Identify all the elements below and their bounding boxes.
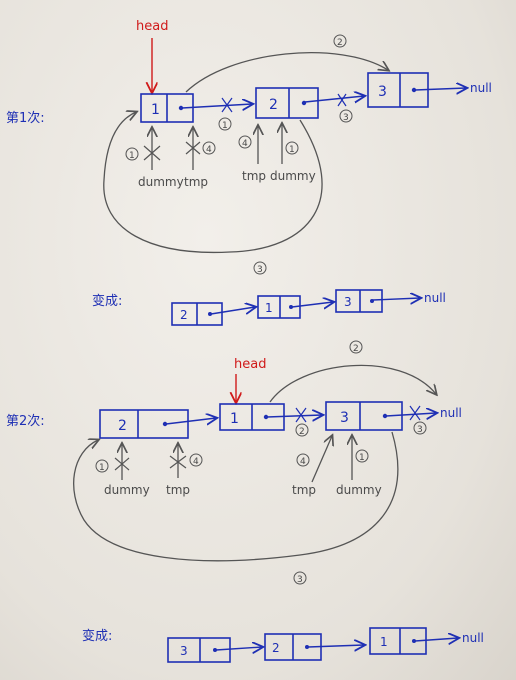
pass2-cross-link-2 [409, 405, 421, 421]
svg-text:2: 2 [299, 427, 305, 437]
pass1-result-link-1 [210, 307, 255, 314]
pass1-link-3-null [414, 88, 466, 90]
pass1-cross-link-1 [221, 97, 233, 113]
pass1-step-2-arc: 2 [337, 38, 343, 48]
pass1-step-1-link: 1 [222, 121, 228, 131]
svg-text:4: 4 [242, 139, 248, 149]
svg-text:3: 3 [297, 575, 303, 585]
pass2-tmp-a: tmp [166, 483, 190, 497]
pass1-node-3-value: 3 [378, 84, 387, 100]
svg-text:4: 4 [206, 145, 212, 155]
pass1-node-2: 2 [255, 87, 319, 119]
svg-text:2: 2 [180, 308, 188, 322]
pass1-result-node-2: 2 [171, 302, 223, 326]
svg-text:1: 1 [289, 145, 295, 155]
pass1-arc-step2 [185, 52, 388, 93]
pass2-head-label: head [234, 357, 266, 372]
pass1-link-1-2 [181, 104, 252, 108]
pass2-result-link-1 [215, 647, 262, 650]
pass1-null: null [470, 81, 492, 95]
svg-text:3: 3 [344, 295, 352, 309]
svg-text:3: 3 [417, 425, 423, 435]
pass2-result-link-null [414, 638, 458, 641]
pass2-result-node-3: 3 [167, 637, 231, 663]
pass2-result-link-2 [307, 645, 364, 647]
pass1-step-3-link: 3 [343, 113, 349, 123]
pass1-dummy-a: dummy [138, 175, 184, 189]
svg-text:1: 1 [380, 635, 388, 649]
pass2-node-2: 2 [99, 409, 189, 439]
pass1-step-3-loop: 3 [257, 265, 263, 275]
pass2-node-3: 3 [325, 401, 403, 431]
pass1-result-link-2 [291, 302, 333, 307]
svg-text:1: 1 [129, 151, 135, 161]
pass2-dummy-a: dummy [104, 483, 150, 497]
pass2-link-2-1 [165, 418, 216, 424]
svg-text:1: 1 [230, 411, 239, 427]
pass2-arc-step2 [269, 364, 436, 403]
pass1-tmp-a: tmp [184, 175, 208, 189]
pass2-label: 第2次: [6, 413, 45, 429]
pass1-node-1-value: 1 [151, 102, 160, 118]
svg-text:1: 1 [99, 463, 105, 473]
pass2-tmp-b: tmp [292, 483, 316, 497]
pass2-link-3-null [385, 413, 436, 416]
pass1-label: 第1次: [6, 110, 45, 126]
pass1-node-2-value: 2 [269, 97, 278, 113]
pass2-step-markers: 2 2 3 3 [293, 340, 427, 585]
svg-text:4: 4 [193, 457, 199, 467]
pass2-result-label: 变成: [82, 628, 112, 644]
svg-text:3: 3 [180, 644, 188, 658]
pass1-link-2-3 [304, 96, 364, 102]
pass2-cross-link-1 [295, 407, 307, 423]
pass2-loop-step3 [73, 431, 399, 562]
pass1-result-label: 变成: [92, 293, 122, 309]
pass1-dummy-b: dummy [270, 169, 316, 183]
pass1-pointers: 1 dummy 4 tmp 4 tmp 1 dummy [125, 124, 316, 189]
svg-text:2: 2 [118, 418, 127, 434]
pass1-head-label: head [136, 19, 168, 34]
pass2-null: null [440, 406, 462, 420]
pass1-result-null: null [424, 291, 446, 305]
svg-text:3: 3 [340, 410, 349, 426]
svg-text:4: 4 [300, 457, 306, 467]
pass1-result-node-3: 3 [335, 289, 383, 313]
pass1-result-link-null [372, 298, 420, 300]
pass2-result-null: null [462, 631, 484, 645]
pass1-section: 第1次: head 1 2 3 null [6, 19, 492, 326]
pass1-tmp-b: tmp [242, 169, 266, 183]
pass2-section: 第2次: head 2 1 3 null [6, 340, 484, 663]
pass2-result-node-1: 1 [369, 627, 427, 655]
svg-text:1: 1 [265, 301, 273, 315]
svg-text:2: 2 [353, 344, 359, 354]
pass1-result-node-1: 1 [257, 295, 301, 319]
pass1-step-markers: 2 1 3 3 [218, 34, 353, 275]
pass2-dummy-b: dummy [336, 483, 382, 497]
pass1-cross-link-2 [337, 93, 347, 107]
svg-text:2: 2 [272, 641, 280, 655]
pass2-pointers: 1 dummy 4 tmp 4 tmp 1 dummy [95, 436, 382, 497]
svg-text:1: 1 [359, 453, 365, 463]
pass1-loop-step3 [103, 112, 323, 254]
pass2-link-1-3 [266, 415, 322, 417]
